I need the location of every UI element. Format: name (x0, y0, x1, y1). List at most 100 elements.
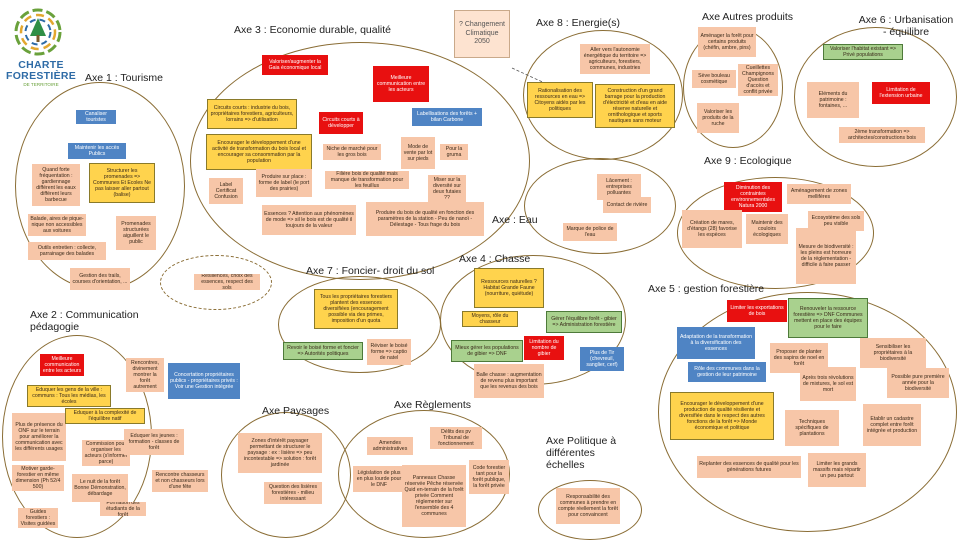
note-text: 2ème transformation => architectes/const… (847, 128, 917, 141)
note-text: Limiter les grands massifs mais répartir… (813, 460, 861, 480)
note-text: Mode de vente par lot sur pieds (403, 143, 433, 163)
note-ch5: Mieux gérer les populations de gibier =>… (451, 340, 523, 362)
note-text: Encourager le développement d'une produc… (679, 400, 765, 432)
axis-economie-label: Axe 3 : Economie durable, qualité (234, 24, 392, 36)
axis-politique-label: Axe Politique à différentes échelles (546, 435, 617, 472)
note-text: Canaliser touristes (85, 110, 107, 123)
note-text: Limitation de l'extension urbaine (879, 86, 923, 99)
note-text: Adaptation de la transformation à la div… (679, 333, 753, 353)
note-c11: Rencontre chasseurs et non chasseurs lor… (152, 470, 208, 492)
note-text: Zones d'intérêt paysager permettant de s… (243, 437, 317, 469)
note-text: Label Certificat Confusion (214, 181, 238, 201)
note-ec6: Mesure de biodiversité : les pleins est … (796, 228, 856, 284)
axis-paysages-label: Axe Paysages (262, 405, 330, 417)
note-text: Promenades structurées aiguillent le pub… (121, 220, 151, 246)
note-text: Produire du bois de qualité en fonction … (375, 209, 475, 229)
note-g2: Renouveler la ressource forestière => DN… (788, 298, 868, 338)
note-g3: Adaptation de la transformation à la div… (677, 327, 755, 359)
note-text: Maintenir les accès Publics (74, 144, 120, 157)
resilience-ellipse (160, 255, 272, 310)
energie-ellipse (523, 30, 683, 160)
note-ch6: Plus de Tir (chevreuil, sanglier, cerf) (580, 347, 624, 371)
note-text: Circuits courts : industrie du bois, pro… (210, 104, 294, 124)
note-e3: Circuits courts : industrie du bois, pro… (207, 99, 297, 129)
charte-forestiere-logo: CHARTE FORESTIÈRE DE TERRITOIRE (2, 2, 76, 94)
note-text: Essences ? Attention aux phénomènes de m… (264, 210, 354, 230)
note-g5: Sensibiliser les propriétaires à la biod… (860, 338, 926, 368)
note-ch1: Ressources naturelles ? Habitat Grande F… (474, 268, 544, 308)
axis-eau-label: Axe : Eau (492, 214, 538, 226)
note-r5: Code forestier tant pour la forêt publiq… (469, 460, 509, 494)
axis-gestion-label: Axe 5 : gestion forestière (648, 283, 765, 295)
note-ch3: Gérer l'équilibre forêt - gibier => Admi… (546, 311, 622, 333)
reglements-ellipse (338, 410, 510, 538)
note-g11: Etablir un cadastre complet entre forêt … (863, 404, 921, 446)
note-text: Formation des étudiants de la forêt (106, 502, 140, 516)
note-text: Gérer l'équilibre forêt - gibier => Admi… (551, 315, 617, 328)
note-en3: Construction d'un grand barrage pour la … (595, 84, 675, 128)
note-e8: Mode de vente par lot sur pieds (401, 137, 435, 169)
note-c10: Le nuit de la forêt Bonne Démonstration,… (72, 474, 128, 502)
logo-title-line1: CHARTE (18, 59, 64, 71)
note-w2: Contact de rivière (603, 197, 651, 213)
ecologique-ellipse (677, 177, 874, 289)
note-t5: Balade, aires de pique-nique non accessi… (28, 214, 86, 236)
axis-foncier-label: Axe 7 : Foncier- droit du sol (306, 265, 435, 277)
note-g6: Rôle des communes dans la gestion de leu… (688, 362, 766, 382)
note-text: Panneaux Chasse réservée Pêche réservée … (404, 474, 464, 518)
note-text: Marque de police de l'eau (566, 225, 614, 238)
note-text: Motiver garde-forestier en même dimensio… (15, 465, 61, 491)
note-text: Question des lisières forestières - mili… (268, 483, 318, 503)
logo-emblem-icon (14, 8, 62, 56)
note-u2: Eléments du patrimoine : fontaines, ... (807, 82, 859, 118)
note-text: Gestion des trails, courses d'orientatio… (72, 272, 128, 285)
note-p1: Zones d'intérêt paysager permettant de s… (238, 433, 322, 473)
note-c13: Guides forestiers : Visites guidées (18, 508, 58, 528)
note-text: Après trois révolutions de mixtures, le … (802, 374, 854, 394)
note-e6: Encourager le développement d'une activi… (206, 134, 312, 170)
note-g7: Après trois révolutions de mixtures, le … (800, 367, 856, 401)
note-text: Commission pour organiser les acteurs (s… (84, 440, 128, 466)
note-u3: Limitation de l'extension urbaine (872, 82, 930, 104)
note-text: Sensibiliser les propriétaires à la biod… (873, 343, 913, 363)
note-ec4: Maintenir des couloirs écologiques (746, 214, 788, 244)
note-text: Tous les propriétaires forestiers plante… (319, 293, 393, 325)
note-t1: Canaliser touristes (76, 110, 116, 124)
note-text: Pour la gruma (445, 145, 463, 158)
note-w3: Marque de police de l'eau (563, 223, 617, 241)
note-f1: Tous les propriétaires forestiers plante… (314, 289, 398, 329)
note-e9: Pour la gruma (440, 144, 468, 160)
note-text: Eduquer à la complexité de l'équilibre n… (73, 409, 137, 422)
axis-tourisme-label: Axe 1 : Tourisme (85, 72, 164, 84)
note-text: Réviser le boisé forme => captio de nate… (370, 342, 408, 362)
note-text: Quand forte fréquentation : gardiennage … (36, 166, 76, 204)
note-text: Niche de marché pour les gros bois (326, 145, 378, 158)
note-r4: Panneaux Chasse réservée Pêche réservée … (402, 465, 466, 527)
note-text: Limitation du nombre de gibier (529, 338, 559, 358)
note-ec2: Aménagement de zones mellifères (787, 184, 851, 204)
axis-ecologique-label: Axe 9 : Ecologique (704, 155, 792, 167)
note-c3: Eduquer les gens de la ville : communs :… (27, 385, 111, 407)
note-text: Eléments du patrimoine : fontaines, ... (818, 90, 848, 110)
note-e11: Label Certificat Confusion (209, 178, 243, 204)
note-e14: Essences ? Attention aux phénomènes de m… (262, 205, 356, 235)
note-c7: Commission pour organiser les acteurs (s… (82, 440, 130, 466)
note-text: Replanter des essences de qualité pour l… (699, 460, 799, 473)
note-p2: Question des lisières forestières - mili… (264, 482, 322, 504)
logo-title: CHARTE FORESTIÈRE (6, 60, 76, 81)
logo-subtitle: DE TERRITOIRE (23, 82, 59, 87)
note-text: Plus de Tir (chevreuil, sanglier, cerf) (586, 349, 618, 369)
axis-energie-label: Axe 8 : Energie(s) (536, 17, 621, 29)
note-c2: Rencontres, divinement montrer la forêt … (126, 358, 164, 392)
note-c12: Formation des étudiants de la forêt (100, 502, 146, 516)
note-c9: Motiver garde-forestier en même dimensio… (12, 465, 64, 491)
note-ec5: Ecosystème des sols peu visible (808, 211, 864, 231)
note-text: Cueillettes Champignons Question d'accès… (741, 64, 774, 96)
note-g12: Replanter des essences de qualité pour l… (697, 456, 801, 478)
note-text: Maintenir des couloirs écologiques (751, 219, 783, 239)
note-t4: Structurer les promenades => Communes Et… (89, 163, 155, 203)
note-g13: Limiter les grands massifs mais répartir… (808, 453, 866, 487)
note-text: Filière bois de qualité mais manque de t… (330, 171, 404, 189)
note-text: Mesure de biodiversité : les pleins est … (798, 243, 854, 269)
